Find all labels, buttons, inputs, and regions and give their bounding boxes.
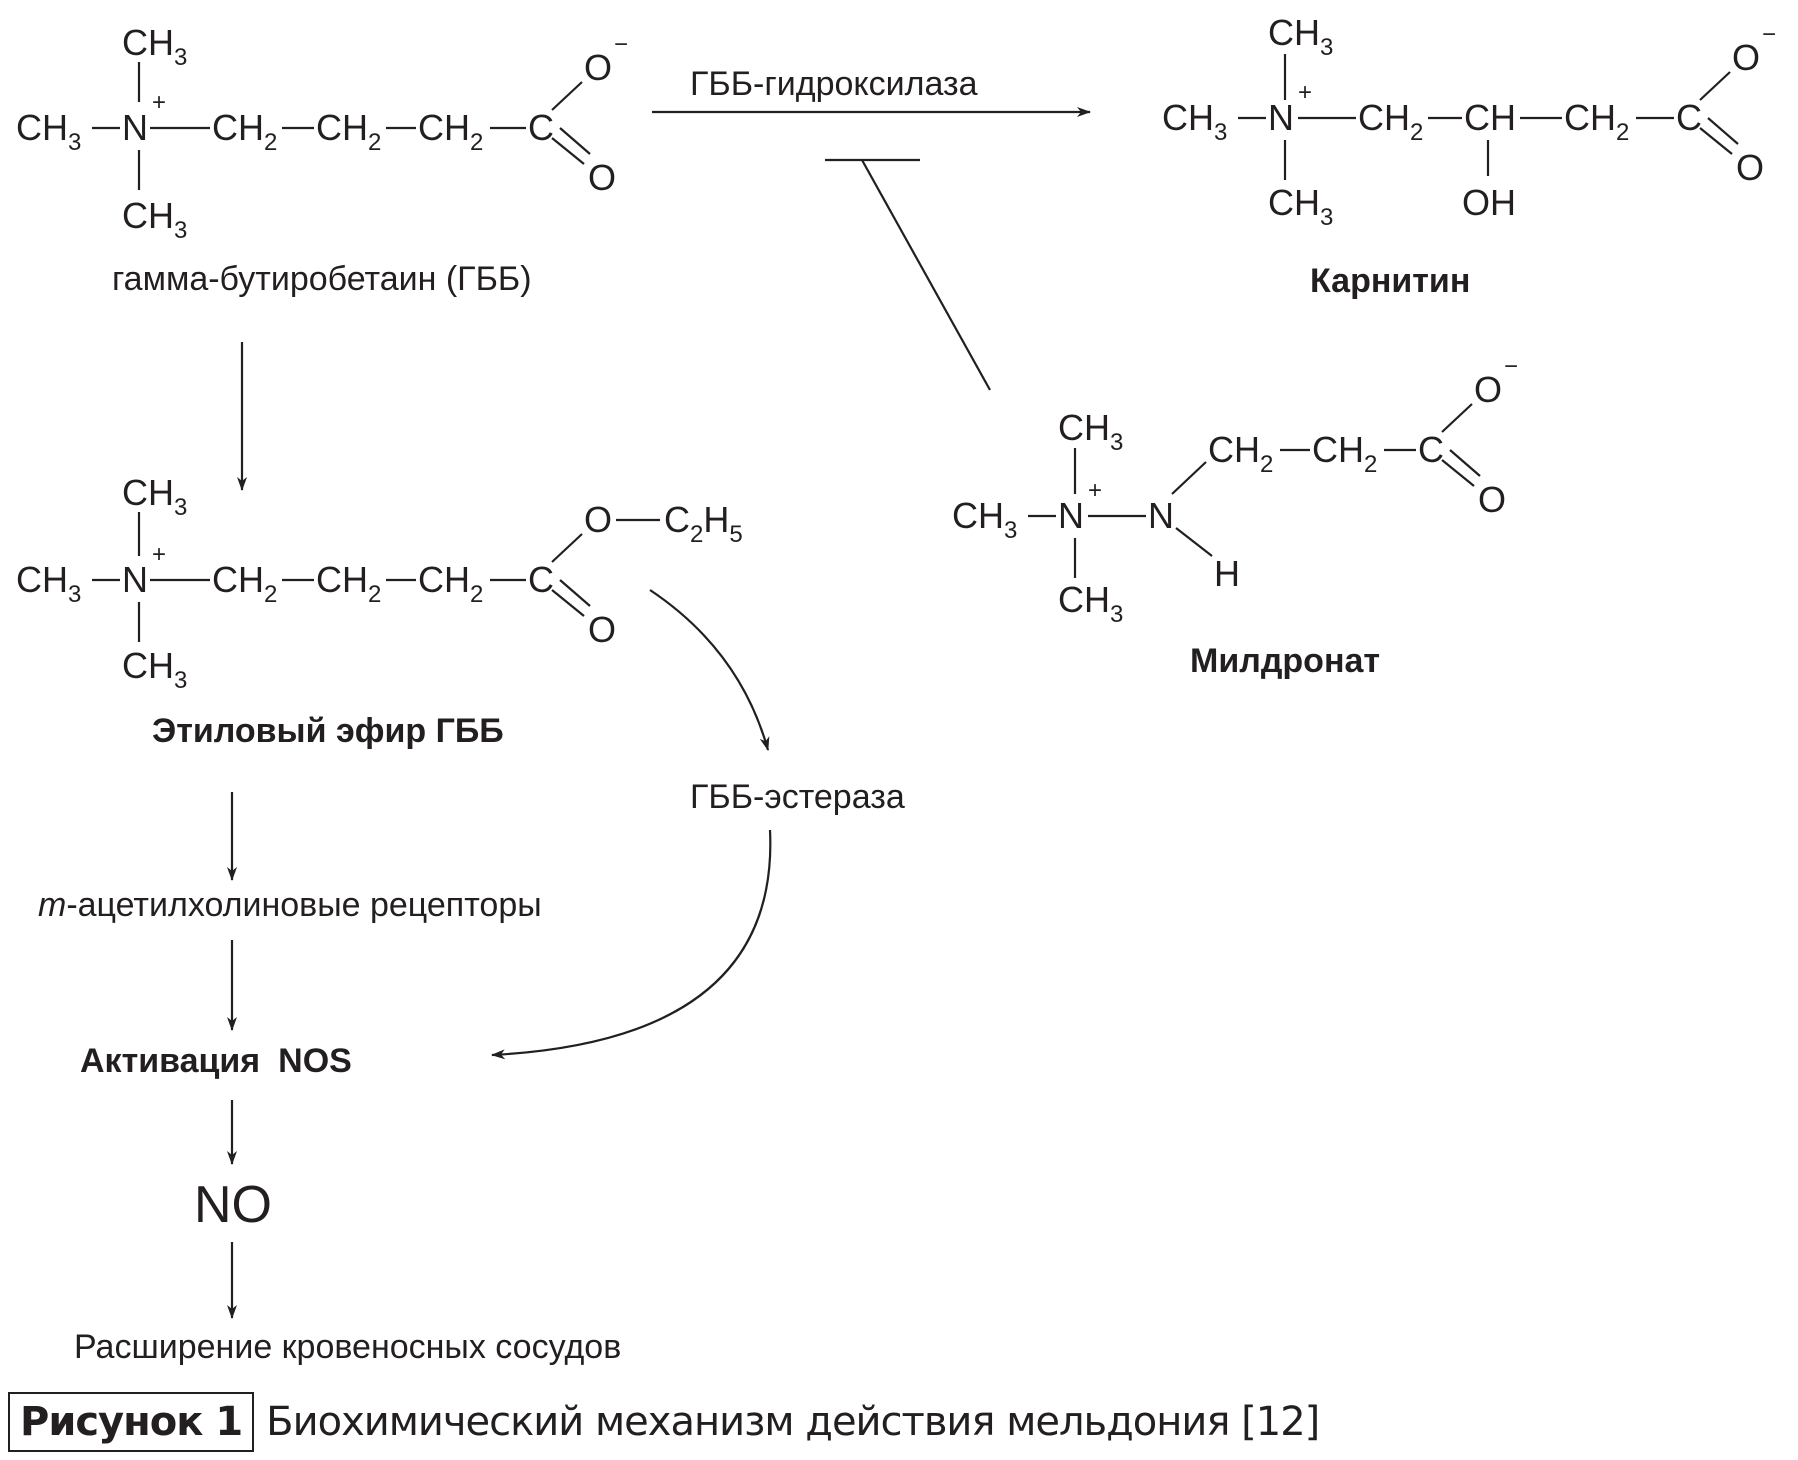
gbb-structure: CH3 CH3 N + CH3 CH2 CH2 CH2 C O − O гамм…: [16, 22, 628, 298]
bond: [551, 533, 583, 563]
ester-oxygen: O: [588, 609, 616, 650]
gbb-chain-3: CH2: [418, 107, 483, 156]
gbb-methyl-bottom: CH3: [122, 195, 187, 244]
ester-oxygen-bridge: O: [584, 499, 612, 540]
ester-methyl-top: CH3: [122, 472, 187, 521]
gbb-methyl-left: CH3: [16, 107, 81, 156]
hydroxylase-label: ГББ-гидроксилаза: [690, 65, 978, 103]
mildronate-methyl-top: CH3: [1058, 407, 1123, 456]
bond: [1449, 449, 1481, 477]
carnitine-oxygen: O: [1736, 147, 1764, 188]
ester-ethyl-group: C2H5: [664, 499, 743, 548]
bond: [559, 127, 591, 155]
ester-plus-charge: +: [152, 541, 166, 568]
gbb-methyl-top: CH3: [122, 22, 187, 71]
mildronate-plus-charge: +: [1088, 477, 1102, 504]
carnitine-ch: CH: [1464, 97, 1516, 138]
inhibition-line: [861, 159, 991, 391]
gbb-chain-1: CH2: [212, 107, 277, 156]
gbb-plus-charge: +: [152, 89, 166, 116]
carnitine-methyl-left: CH3: [1162, 97, 1227, 146]
ester-nitrogen: N: [122, 559, 148, 600]
gbb-name: гамма-бутиробетаин (ГББ): [112, 260, 532, 298]
mildronate-hydrogen: H: [1214, 553, 1240, 594]
gbb-minus-charge: −: [614, 31, 628, 58]
esterase-label: ГББ-эстераза: [690, 778, 905, 816]
carnitine-name: Карнитин: [1310, 262, 1470, 300]
gbb-oxygen: O: [588, 157, 616, 198]
bond: [551, 81, 583, 111]
ester-carbon: C: [528, 559, 554, 600]
gbb-chain-2: CH2: [316, 107, 381, 156]
bond: [1441, 403, 1473, 433]
mildronate-oxygen: O: [1478, 479, 1506, 520]
arrow-ester-to-esterase: [649, 589, 770, 751]
ethyl-ester-structure: CH3 CH3 N + CH3 CH2 CH2 CH2 C O C2H5 O Э…: [16, 472, 743, 750]
mildronate-name: Милдронат: [1190, 642, 1380, 680]
bond: [1699, 71, 1731, 101]
mildronate-nitrogen-plus: N: [1058, 495, 1084, 536]
mildronate-carbon: C: [1418, 429, 1444, 470]
mildronate-oxygen-minus: O: [1474, 369, 1502, 410]
carnitine-chain-2: CH2: [1564, 97, 1629, 146]
ester-name: Этиловый эфир ГББ: [152, 712, 504, 750]
vasodilation-label: Расширение кровеносных сосудов: [74, 1328, 621, 1366]
mildronate-methyl-bottom: CH3: [1058, 579, 1123, 628]
gbb-nitrogen: N: [122, 107, 148, 148]
receptors-label: m-ацетилхолиновые рецепторы: [38, 886, 542, 924]
carnitine-oxygen-minus: O: [1732, 37, 1760, 78]
bond: [1171, 461, 1207, 495]
bond: [1707, 117, 1739, 145]
bond: [551, 137, 585, 165]
bond: [1175, 527, 1213, 557]
ester-chain-3: CH2: [418, 559, 483, 608]
mildronate-minus-charge: −: [1504, 353, 1518, 380]
carnitine-minus-charge: −: [1762, 21, 1776, 48]
mildronate-chain-2: CH2: [1312, 429, 1377, 478]
gbb-carbon: C: [528, 107, 554, 148]
gbb-oxygen-minus: O: [584, 47, 612, 88]
figure-caption: Рисунок 1 Биохимический механизм действи…: [8, 1392, 1320, 1452]
carnitine-chain-1: CH2: [1358, 97, 1423, 146]
mildronate-chain-1: CH2: [1208, 429, 1273, 478]
carnitine-methyl-bottom: CH3: [1268, 182, 1333, 231]
figure-caption-text: Биохимический механизм действия мельдони…: [266, 1399, 1320, 1445]
ester-chain-2: CH2: [316, 559, 381, 608]
carnitine-carbon: C: [1676, 97, 1702, 138]
carnitine-nitrogen: N: [1268, 97, 1294, 138]
no-label: NO: [194, 1176, 272, 1234]
carnitine-hydroxyl: OH: [1462, 182, 1516, 223]
carnitine-plus-charge: +: [1298, 79, 1312, 106]
mildronate-nitrogen: N: [1148, 495, 1174, 536]
ester-methyl-left: CH3: [16, 559, 81, 608]
carnitine-structure: CH3 CH3 N + CH3 CH2 CH OH CH2 C O − O Ка…: [1162, 12, 1776, 300]
figure-label: Рисунок 1: [8, 1392, 255, 1452]
bond: [1441, 459, 1475, 487]
mildronate-structure: CH3 CH3 N + CH3 N H CH2 CH2 C O − O Милд…: [952, 353, 1518, 680]
arrow-esterase-to-nos: [491, 829, 772, 1060]
ester-methyl-bottom: CH3: [122, 645, 187, 694]
bond: [559, 579, 591, 607]
bond: [551, 589, 585, 617]
carnitine-methyl-top: CH3: [1268, 12, 1333, 61]
mildronate-methyl-left: CH3: [952, 495, 1017, 544]
bond: [1699, 127, 1733, 155]
ester-chain-1: CH2: [212, 559, 277, 608]
